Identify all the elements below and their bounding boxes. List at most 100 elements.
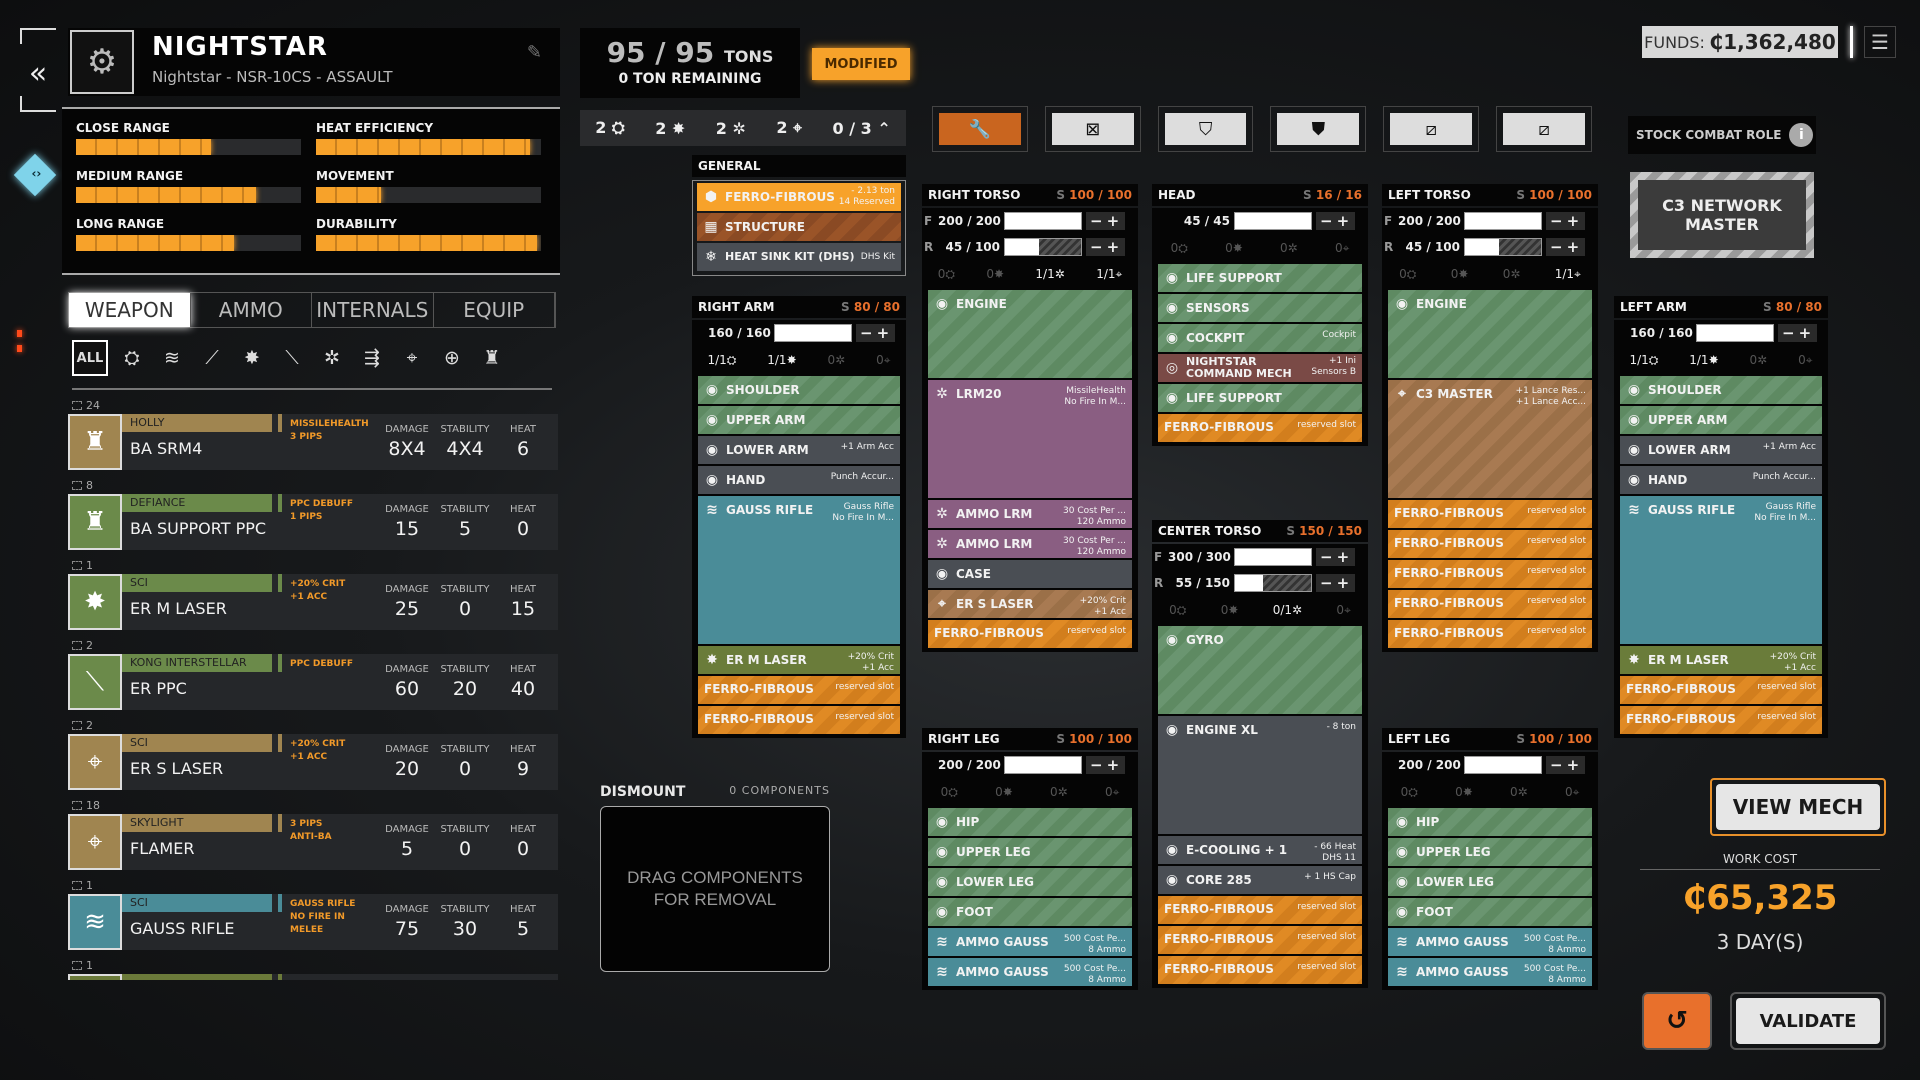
missile-icon[interactable]: ✲: [324, 347, 340, 369]
component-slot[interactable]: ◉LIFE SUPPORT: [1158, 384, 1362, 412]
ballistic-icon[interactable]: ⛭: [124, 347, 140, 369]
armor-stepper[interactable]: −+: [1086, 756, 1126, 774]
component-slot[interactable]: ◉CASE: [928, 560, 1132, 588]
tab-equip[interactable]: EQUIP: [434, 293, 555, 327]
tab-ammo[interactable]: AMMO: [191, 293, 312, 327]
component-slot[interactable]: ◉SHOULDER: [698, 376, 900, 404]
component-slot[interactable]: ◉UPPER LEG: [1388, 838, 1592, 866]
tab-internals[interactable]: INTERNALS: [312, 293, 434, 327]
armor-stepper[interactable]: −+: [1316, 212, 1356, 230]
support-icon[interactable]: ⌖: [406, 347, 418, 369]
armor-stepper[interactable]: −+: [856, 324, 896, 342]
component-slot[interactable]: ◉HIP: [1388, 808, 1592, 836]
component-slot[interactable]: ◉HIP: [928, 808, 1132, 836]
armor-stepper[interactable]: −+: [1546, 212, 1586, 230]
melee-icon[interactable]: ⊕: [444, 347, 460, 369]
armor-stepper[interactable]: −+: [1086, 212, 1126, 230]
energy-icon[interactable]: ✸: [244, 347, 260, 369]
armor-bar[interactable]: [1004, 238, 1082, 256]
filter-all-button[interactable]: ALL: [72, 340, 108, 376]
armor-bar[interactable]: [1004, 756, 1082, 774]
undo-button[interactable]: ↺: [1642, 992, 1712, 1050]
armor-bar[interactable]: [1464, 212, 1542, 230]
back-button[interactable]: «: [20, 28, 56, 112]
view-mech-button[interactable]: VIEW MECH: [1710, 778, 1886, 836]
info-icon[interactable]: i: [1789, 123, 1814, 147]
armor-bar[interactable]: [1234, 574, 1312, 592]
edit-icon[interactable]: ✎: [526, 42, 542, 63]
component-slot[interactable]: ◉CORE 285+ 1 HS Cap: [1158, 866, 1362, 894]
wrench-button[interactable]: 🔧: [932, 106, 1028, 152]
armor-stepper[interactable]: −+: [1086, 238, 1126, 256]
component-slot[interactable]: ◉LIFE SUPPORT: [1158, 264, 1362, 292]
component-slot[interactable]: ◉SENSORS: [1158, 294, 1362, 322]
armor-bar[interactable]: [1234, 548, 1312, 566]
armor-stepper[interactable]: −+: [1546, 238, 1586, 256]
component-slot[interactable]: ◉LOWER ARM+1 Arm Acc: [698, 436, 900, 464]
component-slot[interactable]: ✸ER M LASER+20% Crit+1 Acc: [698, 646, 900, 674]
armor-button[interactable]: ⛊: [1270, 106, 1367, 152]
component-slot[interactable]: ⌖ER S LASER+20% Crit+1 Acc: [928, 590, 1132, 618]
armor-bar[interactable]: [1464, 756, 1542, 774]
hide-alt-button[interactable]: ⧄: [1496, 106, 1592, 152]
ppc-icon[interactable]: ⟍: [285, 347, 299, 369]
c3-diamond-icon[interactable]: ‹›: [13, 153, 57, 197]
component-slot[interactable]: ◉UPPER ARM: [1620, 406, 1822, 434]
strip-structure-button[interactable]: ⛉: [1157, 106, 1254, 152]
armor-stepper[interactable]: −+: [1778, 324, 1818, 342]
strip-armor-button[interactable]: ⊠: [1044, 106, 1141, 152]
menu-button[interactable]: ☰: [1864, 26, 1896, 58]
component-slot[interactable]: ◉LOWER LEG: [1388, 868, 1592, 896]
armor-bar[interactable]: [1004, 212, 1082, 230]
component-slot[interactable]: ◉UPPER LEG: [928, 838, 1132, 866]
validate-button[interactable]: VALIDATE: [1730, 992, 1886, 1050]
hide-button[interactable]: ⧄: [1383, 106, 1480, 152]
artillery-icon[interactable]: ⟋: [205, 347, 219, 369]
weapon-row[interactable]: [68, 974, 558, 980]
component-slot[interactable]: ⌖C3 MASTER+1 Lance Res...+1 Lance Acc...: [1388, 380, 1592, 498]
component-slot[interactable]: ◉FOOT: [1388, 898, 1592, 926]
armor-stepper[interactable]: −+: [1546, 756, 1586, 774]
armor-bar[interactable]: [1234, 212, 1312, 230]
component-slot[interactable]: ◉LOWER LEG: [928, 868, 1132, 896]
component-slot[interactable]: ◉SHOULDER: [1620, 376, 1822, 404]
gauss-icon[interactable]: ≋: [164, 347, 180, 369]
component-slot[interactable]: ✸ER M LASER+20% Crit+1 Acc: [1620, 646, 1822, 674]
component-slot[interactable]: ◉FOOT: [928, 898, 1132, 926]
component-slot[interactable]: ◉LOWER ARM+1 Arm Acc: [1620, 436, 1822, 464]
general-item[interactable]: ▦STRUCTURE: [697, 213, 901, 241]
